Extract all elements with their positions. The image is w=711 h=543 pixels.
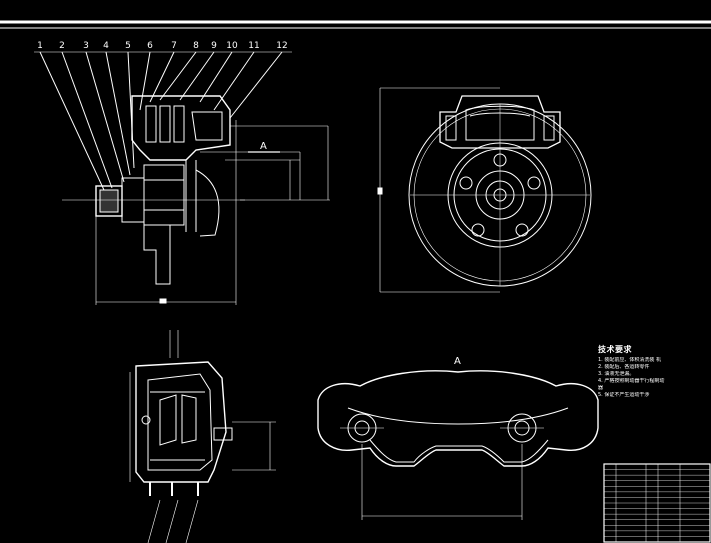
balloon-number-10: 10 xyxy=(226,41,238,51)
balloon-number-4: 4 xyxy=(103,41,109,51)
balloon-number-7: 7 xyxy=(171,41,177,51)
side-view-caliper xyxy=(129,330,276,543)
balloon-number-2: 2 xyxy=(59,41,65,51)
balloon-number-5: 5 xyxy=(125,41,131,51)
balloon-number-11: 11 xyxy=(248,41,259,51)
balloon-number-1: 1 xyxy=(37,41,43,51)
section-label-a-top: A xyxy=(260,141,267,152)
title-block-table xyxy=(603,463,711,543)
tech-note-line: 1. 装配前应、体积清洗装 机 xyxy=(598,357,661,363)
technical-requirements: 技术要求 1. 装配前应、体积清洗装 机 2. 装配后、各运转零件 3. 油液无… xyxy=(598,344,708,399)
view-a-bracket xyxy=(317,370,599,520)
balloon-number-9: 9 xyxy=(211,41,217,51)
tech-note-line: 3. 油液无泄漏。 xyxy=(598,371,635,377)
sectional-view-hub xyxy=(34,51,330,305)
tech-note-line: 5. 保证不产生运动干涉 xyxy=(598,392,650,398)
view-label-a-bottom: A xyxy=(454,356,461,367)
tech-note-line: 器 xyxy=(598,385,604,391)
balloon-number-6: 6 xyxy=(147,41,153,51)
tech-note-line: 2. 装配后、各运转零件 xyxy=(598,364,650,370)
balloon-number-12: 12 xyxy=(276,41,287,51)
balloon-number-3: 3 xyxy=(83,41,89,51)
front-view-disc xyxy=(377,87,592,293)
technical-requirements-title: 技术要求 xyxy=(598,345,632,354)
tech-note-line: 4. 严格按照制动器干行程制动 xyxy=(598,378,665,384)
balloon-number-8: 8 xyxy=(193,41,199,51)
drawing-frame xyxy=(0,20,711,29)
